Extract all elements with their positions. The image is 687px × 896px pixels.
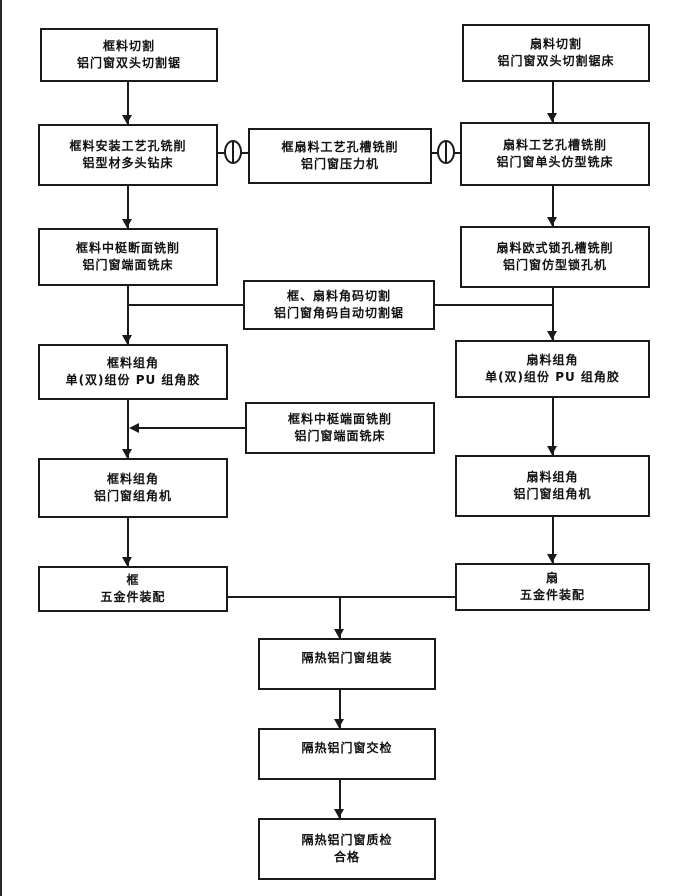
edge-sash-glue-to-corner (552, 398, 554, 455)
node-frame-hardware-line2: 五金件装配 (100, 590, 166, 604)
arrow-down-icon (122, 335, 132, 344)
node-sash-corner-machine-line1: 扇料组角 (526, 470, 579, 484)
node-frame-corner-machine-line2: 铝门窗组角机 (93, 489, 172, 503)
arrow-down-icon (122, 115, 132, 124)
arrow-left-icon (129, 423, 139, 433)
node-sash-cut-line1: 扇料切割 (529, 37, 582, 51)
node-frame-mullion-end-line1: 框料中梃端面铣削 (287, 412, 392, 426)
node-window-quality: 隔热铝门窗质检 合格 (258, 818, 436, 880)
edge-frame-corner-to-hardware (127, 518, 129, 566)
junction-connector-bar (445, 142, 447, 162)
node-sash-hardware-line1: 扇 (545, 571, 559, 585)
node-frame-corner-glue: 框料组角 单(双)组份 PU 组角胶 (38, 344, 228, 400)
node-sash-corner-glue-line1: 扇料组角 (526, 353, 579, 367)
node-frame-corner-machine-line1: 框料组角 (106, 472, 159, 486)
edge-frame-cut-to-hole (127, 82, 129, 124)
node-sash-corner-machine-line2: 铝门窗组角机 (513, 487, 592, 501)
node-frame-mullion-section-line1: 框料中梃断面铣削 (75, 241, 180, 255)
edge-frame-glue-to-corner (127, 400, 129, 458)
node-frame-corner-glue-line2: 单(双)组份 PU 组角胶 (65, 373, 201, 387)
node-frame-sash-slot-line1: 框扇料工艺孔槽铣削 (281, 140, 399, 154)
node-sash-lock-slot-line1: 扇料欧式锁孔槽铣削 (496, 241, 614, 255)
node-frame-cut-line1: 框料切割 (102, 39, 155, 53)
node-sash-cut: 扇料切割 铝门窗双头切割锯床 (462, 24, 650, 82)
arrow-down-icon (547, 554, 557, 563)
node-sash-corner-glue: 扇料组角 单(双)组份 PU 组角胶 (455, 340, 650, 398)
node-corner-key-cut-line1: 框、扇料角码切割 (286, 289, 391, 303)
arrow-down-icon (122, 449, 132, 458)
edge-inspection-to-quality (339, 780, 341, 818)
edge-frame-mullion-to-glue (127, 286, 129, 344)
node-frame-sash-slot: 框扇料工艺孔槽铣削 铝门窗压力机 (248, 128, 432, 184)
node-sash-hardware-line2: 五金件装配 (519, 588, 585, 602)
node-sash-hardware: 扇 五金件装配 (455, 563, 650, 611)
node-sash-slot: 扇料工艺孔槽铣削 铝门窗单头仿型铣床 (460, 122, 650, 186)
junction-connector-icon (437, 140, 455, 164)
node-corner-key-cut-line2: 铝门窗角码自动切割锯 (273, 306, 404, 320)
page-edge-line (0, 0, 2, 896)
node-window-inspection-line1: 隔热铝门窗交检 (301, 741, 393, 755)
node-frame-mullion-end-line2: 铝门窗端面铣床 (294, 429, 386, 443)
node-window-assembly-line1: 隔热铝门窗组装 (301, 651, 393, 665)
node-frame-cut: 框料切割 铝门窗双头切割锯 (40, 28, 218, 82)
node-frame-sash-slot-line2: 铝门窗压力机 (300, 157, 379, 171)
arrow-down-icon (547, 331, 557, 340)
junction-connector-icon (224, 140, 242, 164)
arrow-down-icon (122, 219, 132, 228)
junction-connector-bar (232, 142, 234, 162)
node-sash-lock-slot: 扇料欧式锁孔槽铣削 铝门窗仿型锁孔机 (460, 226, 650, 288)
node-window-quality-line1: 隔热铝门窗质检 (301, 833, 393, 847)
node-frame-process-hole: 框料安装工艺孔铣削 铝型材多头钻床 (38, 124, 218, 186)
node-sash-corner-glue-line2: 单(双)组份 PU 组角胶 (485, 370, 620, 384)
node-frame-mullion-end: 框料中梃端面铣削 铝门窗端面铣床 (245, 402, 435, 454)
arrow-down-icon (334, 719, 344, 728)
edge-sash-lock-to-glue (552, 288, 554, 340)
node-sash-slot-line2: 铝门窗单头仿型铣床 (496, 155, 614, 169)
arrow-down-icon (122, 557, 132, 566)
node-sash-cut-line2: 铝门窗双头切割锯床 (497, 54, 615, 68)
node-window-assembly: 隔热铝门窗组装 (258, 638, 436, 690)
node-frame-hardware: 框 五金件装配 (38, 566, 228, 612)
node-frame-mullion-section: 框料中梃断面铣削 铝门窗端面铣床 (38, 228, 218, 286)
arrow-down-icon (547, 446, 557, 455)
edge-hardware-merge-line (228, 596, 455, 598)
node-frame-mullion-section-line2: 铝门窗端面铣床 (82, 258, 174, 272)
node-frame-corner-machine: 框料组角 铝门窗组角机 (38, 458, 228, 518)
node-frame-process-hole-line2: 铝型材多头钻床 (82, 156, 174, 170)
node-window-quality-line2: 合格 (333, 850, 360, 864)
node-frame-process-hole-line1: 框料安装工艺孔铣削 (69, 139, 187, 153)
node-frame-corner-glue-line1: 框料组角 (106, 356, 159, 370)
node-sash-lock-slot-line2: 铝门窗仿型锁孔机 (502, 258, 607, 272)
node-frame-hardware-line1: 框 (126, 573, 140, 587)
edge-sash-cut-to-slot (552, 82, 554, 122)
node-frame-cut-line2: 铝门窗双头切割锯 (76, 56, 181, 70)
edge-sash-slot-to-lock (552, 186, 554, 226)
edge-mullion-end-to-frame-branch (139, 427, 245, 429)
node-sash-corner-machine: 扇料组角 铝门窗组角机 (455, 455, 650, 517)
arrow-down-icon (547, 113, 557, 122)
arrow-down-icon (547, 217, 557, 226)
edge-assembly-to-inspection (339, 690, 341, 728)
arrow-down-icon (334, 809, 344, 818)
edge-frame-hole-to-mullion (127, 186, 129, 228)
node-sash-slot-line1: 扇料工艺孔槽铣削 (502, 138, 607, 152)
edge-hardware-to-assembly (339, 597, 341, 638)
edge-corner-key-to-sash-branch (435, 304, 553, 306)
node-window-inspection: 隔热铝门窗交检 (258, 728, 436, 780)
edge-corner-key-to-frame-branch (128, 304, 243, 306)
node-corner-key-cut: 框、扇料角码切割 铝门窗角码自动切割锯 (243, 280, 435, 330)
arrow-down-icon (334, 629, 344, 638)
edge-sash-corner-to-hardware (552, 517, 554, 563)
